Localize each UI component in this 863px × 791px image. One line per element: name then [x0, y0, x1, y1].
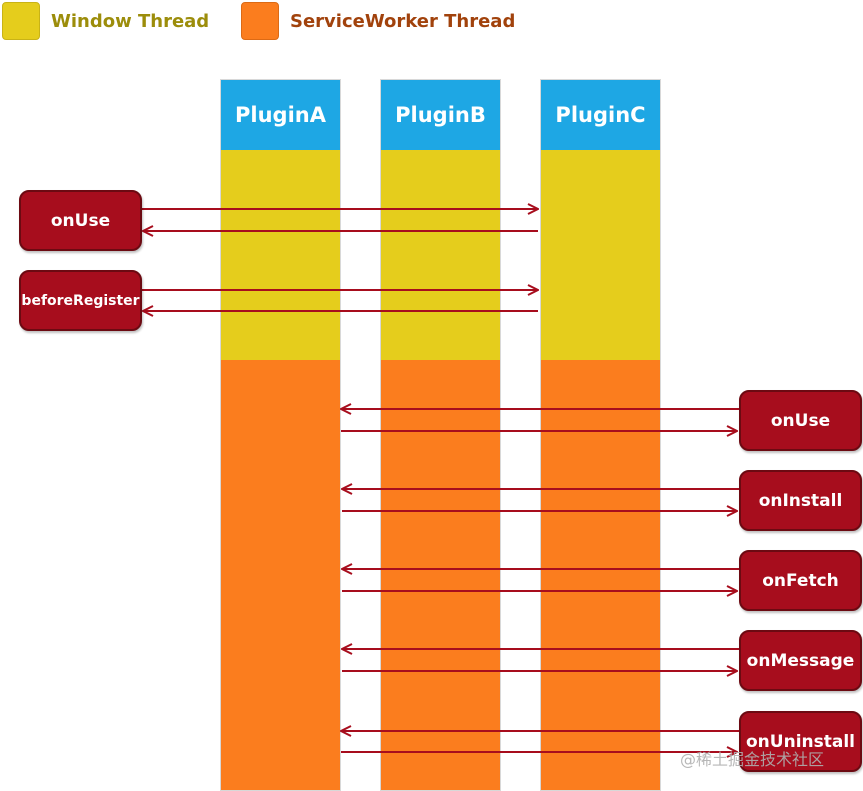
sw-hook-onfetch: onFetch — [739, 550, 862, 611]
window-thread-legend-label: Window Thread — [51, 11, 210, 32]
sw-hook-onmessage: onMessage — [739, 630, 862, 691]
plugin-b-header: PluginB — [381, 80, 500, 150]
plugin-b-window-segment — [381, 150, 500, 360]
plugin-a-serviceworker-segment — [221, 360, 340, 790]
serviceworker-thread-swatch — [241, 2, 279, 40]
watermark: @稀土掘金技术社区 — [680, 750, 825, 769]
sw-hook-onuse: onUse — [739, 390, 862, 451]
window-thread-swatch — [2, 2, 40, 40]
plugin-a-window-segment — [221, 150, 340, 360]
sw-hook-oninstall: onInstall — [739, 470, 862, 531]
plugin-a-header: PluginA — [221, 80, 340, 150]
window-hook-onuse: onUse — [19, 190, 142, 251]
window-hook-beforeregister: beforeRegister — [19, 270, 142, 331]
sw-hook-onuninstall: onUninstall — [739, 711, 862, 772]
serviceworker-thread-legend-label: ServiceWorker Thread — [290, 11, 516, 32]
plugin-c-header: PluginC — [541, 80, 660, 150]
plugin-c-window-segment — [541, 150, 660, 360]
